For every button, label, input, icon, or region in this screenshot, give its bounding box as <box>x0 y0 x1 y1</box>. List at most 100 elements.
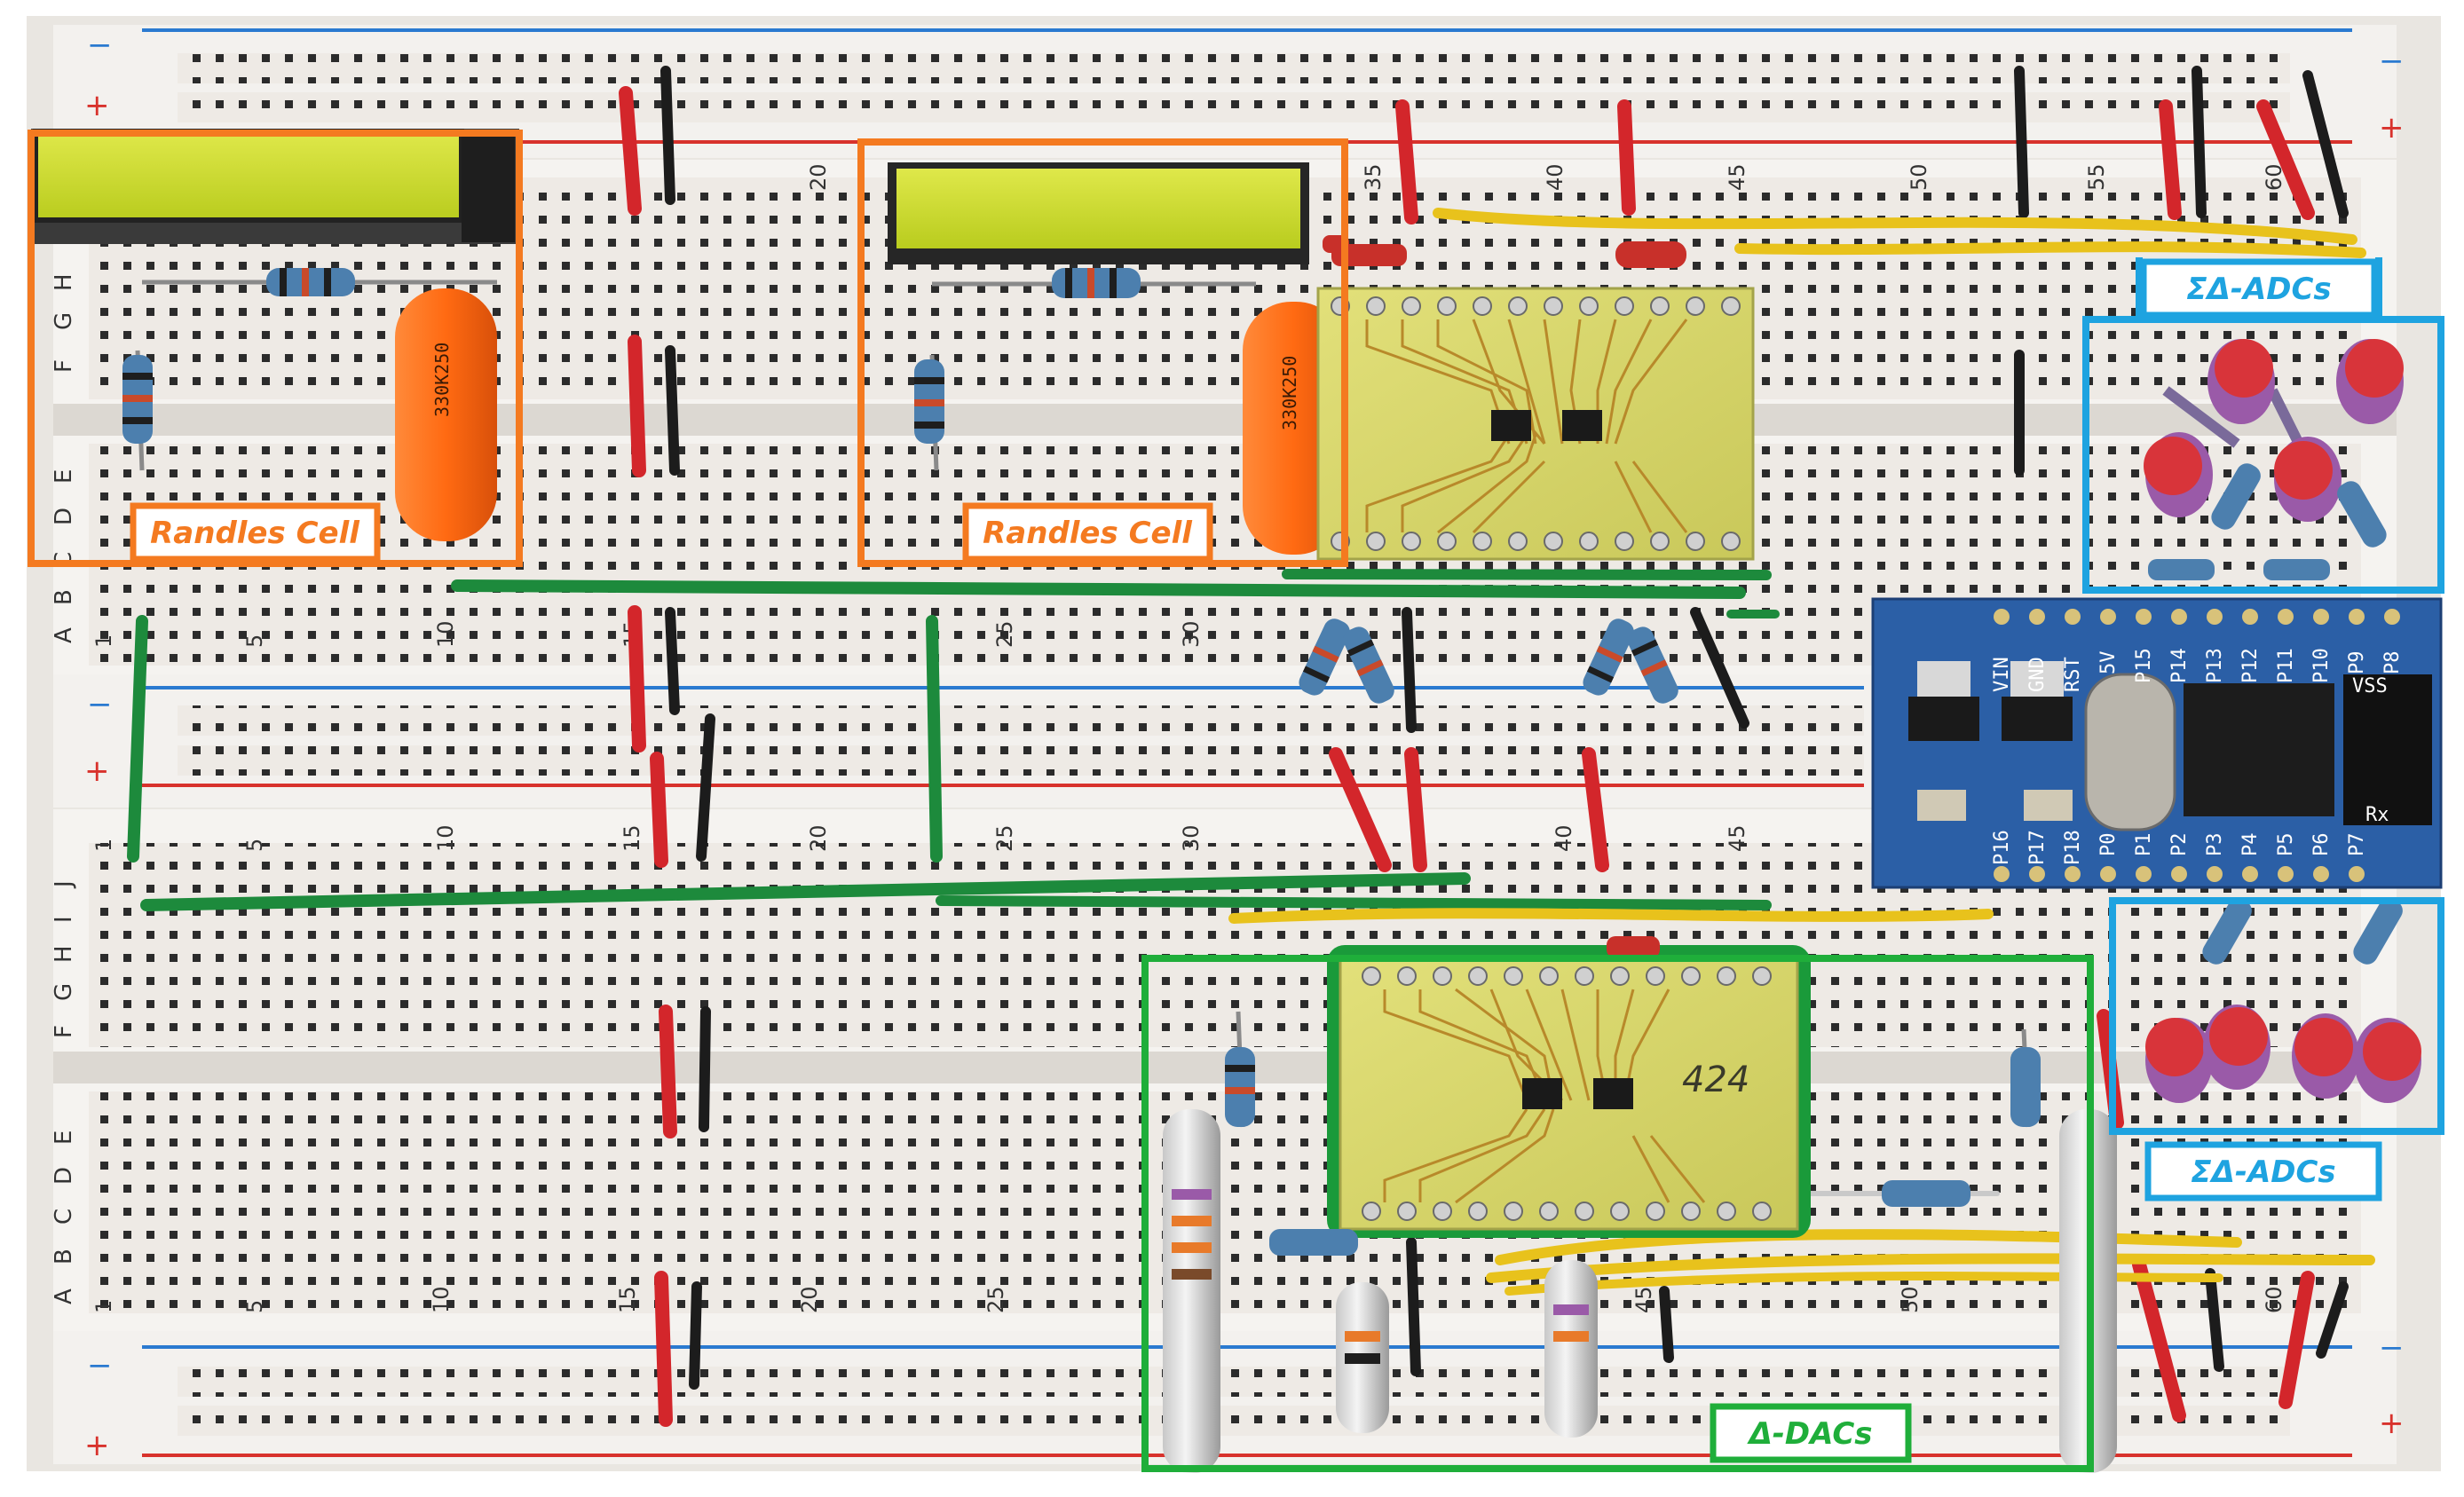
row-letter: G <box>51 312 77 330</box>
pin-label: 5V <box>2097 651 2120 675</box>
column-number: 5 <box>242 839 267 852</box>
bottom-power-rail <box>53 1331 2397 1464</box>
pin-label: VIN <box>1991 657 2013 692</box>
sigma-delta-adcs-top-label: ΣΔ-ADCs <box>2140 258 2378 319</box>
row-letter: B <box>51 1249 77 1265</box>
column-number: 40 <box>1543 163 1568 191</box>
row-letter: B <box>51 589 77 605</box>
column-number: 45 <box>1631 1286 1656 1313</box>
rail-plus-sign: + <box>84 1428 110 1463</box>
pin-label: Rx <box>2365 804 2389 826</box>
randles-cell-left-label: Randles Cell <box>130 502 381 563</box>
rail-minus-sign: − <box>2379 43 2405 79</box>
microcontroller-board: VIN GND RST 5V P15 P14 P13 P12 P11 P10 P… <box>1871 597 2443 889</box>
row-letter: H <box>51 945 77 963</box>
row-letter: C <box>51 1209 77 1225</box>
adc-bottom-outline <box>2109 897 2444 1135</box>
column-number: 55 <box>2084 163 2109 191</box>
pin-label: VSS <box>2352 675 2388 697</box>
column-numbers-bottom: 1 5 10 15 20 25 30 40 45 1 5 10 15 20 25… <box>91 824 2286 1313</box>
pin-label: P4 <box>2239 833 2262 857</box>
pin-label: P6 <box>2310 833 2333 857</box>
rail-minus-sign: − <box>2379 1330 2405 1366</box>
pin-label: RST <box>2062 657 2084 692</box>
dac-components <box>1163 1011 2117 1473</box>
row-letter: G <box>51 983 77 1001</box>
row-letters-bottom-left: J I H G F E D C B A <box>51 880 77 1304</box>
column-number: 10 <box>433 620 458 648</box>
row-letter: F <box>51 1025 77 1038</box>
column-number: 40 <box>1552 824 1576 852</box>
pin-label: P12 <box>2239 648 2262 683</box>
rail-plus-sign: + <box>84 753 110 789</box>
column-number: 1 <box>91 634 116 648</box>
pin-label: P5 <box>2275 833 2297 857</box>
pin-label: P18 <box>2062 830 2084 865</box>
row-letter: A <box>51 627 77 643</box>
randles-cell-left-outline <box>28 130 523 567</box>
column-number: 50 <box>1898 1286 1923 1313</box>
pin-label: P11 <box>2275 648 2297 683</box>
column-number: 1 <box>91 1300 116 1313</box>
column-number: 20 <box>806 824 831 852</box>
column-number: 10 <box>433 824 458 852</box>
pin-label: GND <box>2026 657 2049 692</box>
adc-top-outline <box>2082 316 2444 594</box>
adc-capacitors-top <box>2144 339 2404 580</box>
randles-cell-right-components: 330K250 <box>888 162 1345 555</box>
row-letter: A <box>51 1288 77 1304</box>
resistor-cluster-top <box>1299 618 1678 704</box>
pin-label: P17 <box>2026 830 2049 865</box>
column-number: 30 <box>1179 620 1204 648</box>
capacitor-marking: 330K250 <box>431 343 453 417</box>
row-letter: F <box>51 359 77 373</box>
pin-label: P10 <box>2310 648 2333 683</box>
column-number: 5 <box>242 1300 267 1313</box>
pin-label: P7 <box>2346 833 2368 857</box>
adc-capacitors-bottom <box>2145 898 2421 1103</box>
pin-label: P2 <box>2168 833 2191 857</box>
column-number: 50 <box>1907 163 1931 191</box>
column-number: 45 <box>1725 824 1749 852</box>
adapter-pcb-top <box>1316 235 1755 561</box>
row-letter: E <box>51 469 77 484</box>
randles-cell-right-text: Randles Cell <box>983 516 1193 551</box>
column-number: 35 <box>1361 163 1386 191</box>
column-number: 5 <box>242 634 267 648</box>
pin-label: P16 <box>1991 830 2013 865</box>
row-letter: E <box>51 1131 77 1145</box>
rail-minus-sign: − <box>87 1348 113 1383</box>
randles-cell-right-outline <box>857 138 1348 567</box>
adapter-pcb-bottom: 424 <box>1327 936 1811 1238</box>
pin-label: P1 <box>2133 833 2155 857</box>
randles-cell-left-components: 330K250 <box>31 129 519 541</box>
sigma-delta-adcs-top-text: ΣΔ-ADCs <box>2186 272 2331 307</box>
column-number: 15 <box>620 824 644 852</box>
rail-plus-sign: + <box>2379 110 2405 146</box>
pcb-marking: 424 <box>1682 1060 1749 1100</box>
column-number: 20 <box>797 1286 822 1313</box>
rail-plus-sign: + <box>84 88 110 123</box>
column-number: 1 <box>91 839 116 852</box>
dac-outline <box>1141 955 2094 1472</box>
column-number: 25 <box>983 1286 1008 1313</box>
pin-label: P13 <box>2204 648 2226 683</box>
pin-label: P15 <box>2133 648 2155 683</box>
capacitor-marking: 330K250 <box>1279 356 1300 430</box>
randles-cell-left-text: Randles Cell <box>150 516 360 551</box>
delta-dacs-text: Δ-DACs <box>1746 1416 1872 1452</box>
column-number: 10 <box>429 1286 454 1313</box>
rail-plus-sign: + <box>2379 1406 2405 1441</box>
sigma-delta-adcs-bottom-label: ΣΔ-ADCs <box>2144 1141 2382 1202</box>
sigma-delta-adcs-bottom-text: ΣΔ-ADCs <box>2191 1154 2335 1190</box>
rail-minus-sign: − <box>87 687 113 722</box>
column-number: 45 <box>1725 163 1749 191</box>
pin-label: P0 <box>2097 833 2120 857</box>
column-number: 25 <box>992 824 1017 852</box>
jumper-wires <box>127 66 2375 1427</box>
pin-label: P8 <box>2381 651 2404 675</box>
row-letter: D <box>51 508 77 525</box>
pin-label: P9 <box>2346 651 2368 675</box>
row-letter: D <box>51 1167 77 1185</box>
delta-dacs-label: Δ-DACs <box>1710 1403 1912 1463</box>
